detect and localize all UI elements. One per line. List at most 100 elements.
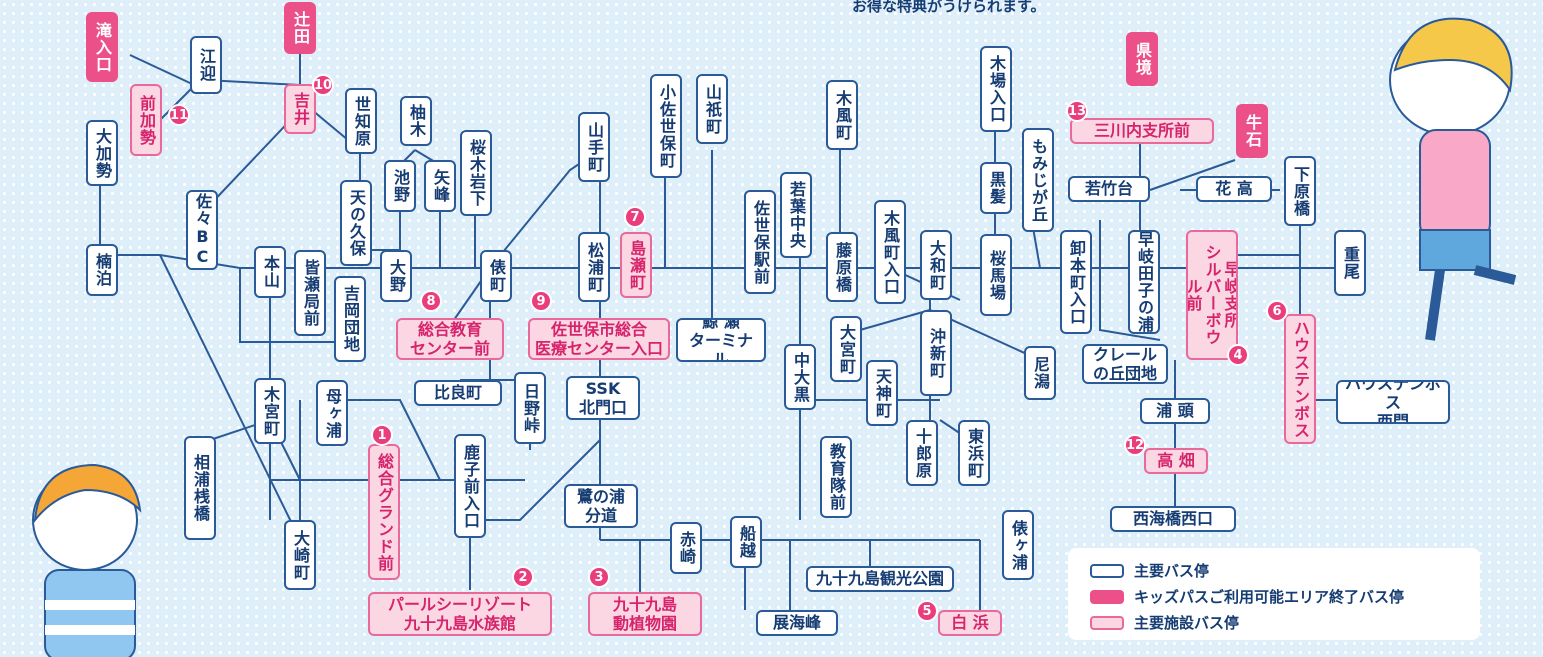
stop-ono[interactable]: 大野 [380, 250, 412, 302]
stop-tenjinmachi[interactable]: 天神町 [866, 360, 898, 426]
stop-ego[interactable]: 江迎 [190, 36, 222, 94]
stop-oroshimoto[interactable]: 卸本町入口 [1060, 230, 1092, 334]
stop-yoshioka[interactable]: 吉岡団地 [334, 276, 366, 362]
stop-sakurababa[interactable]: 桜馬場 [980, 234, 1012, 316]
marker-6: 6 [1266, 300, 1288, 322]
stop-shigeo[interactable]: 重尾 [1334, 230, 1366, 296]
marker-4: 4 [1227, 344, 1249, 366]
marker-2: 2 [512, 566, 534, 588]
legend-facility-swatch [1090, 615, 1124, 630]
stop-minase[interactable]: 皆瀬局前 [294, 250, 326, 336]
marker-10: 10 [312, 74, 334, 96]
stop-osakimachi[interactable]: 大崎町 [284, 520, 316, 590]
stop-kyoiku-center[interactable]: 総合教育 センター前 [396, 318, 504, 360]
marker-5: 5 [916, 600, 938, 622]
marker-9: 9 [530, 290, 552, 312]
stop-shimasemachi[interactable]: 島瀬町 [620, 232, 652, 298]
stop-sagi[interactable]: 鷺の浦 分道 [564, 484, 638, 528]
stop-htb-west[interactable]: ハウステンボス 西門 [1336, 380, 1450, 424]
stop-kurokami[interactable]: 黒髪 [980, 162, 1012, 214]
boy-illustration [32, 463, 142, 657]
stop-fujiwarabashi[interactable]: 藤原橋 [826, 232, 858, 302]
stop-amanokubo[interactable]: 天の久保 [340, 180, 372, 266]
marker-12: 12 [1124, 434, 1146, 456]
stop-yamine[interactable]: 矢峰 [424, 160, 456, 212]
stop-shirahama[interactable]: 白 浜 [938, 610, 1002, 636]
stop-ssk[interactable]: SSK 北門口 [566, 376, 640, 420]
stop-funakoshi[interactable]: 船越 [730, 516, 762, 568]
stop-okase[interactable]: 大加勢 [86, 120, 118, 186]
marker-11: 11 [168, 104, 190, 126]
stop-shimoharabashi[interactable]: 下原橋 [1284, 156, 1316, 226]
stop-honzan[interactable]: 本山 [254, 246, 286, 298]
stop-hiramachi[interactable]: 比良町 [414, 380, 502, 406]
stop-kibairiguchi[interactable]: 木場入口 [980, 46, 1012, 132]
stop-sogo-ground[interactable]: 総合グランド前 [368, 444, 400, 580]
stop-kusudomari[interactable]: 楠泊 [86, 244, 118, 296]
stop-ikeno[interactable]: 池野 [384, 160, 416, 212]
stop-kimiyamachi[interactable]: 木宮町 [254, 378, 286, 444]
girl-illustration [1389, 17, 1517, 341]
header-note: お得な特典がうけられます。 [852, 0, 1046, 15]
stop-akasaki[interactable]: 赤崎 [670, 522, 702, 574]
stop-kosasebo[interactable]: 小佐世保町 [650, 74, 682, 178]
stop-kujuku-park[interactable]: 九十九島観光公園 [806, 566, 954, 592]
stop-tenkai[interactable]: 展海峰 [756, 610, 838, 636]
legend-main-swatch [1090, 563, 1124, 578]
marker-8: 8 [420, 290, 442, 312]
stop-ushiishi[interactable]: 牛石 [1236, 104, 1268, 158]
stop-yamatemachi[interactable]: 山手町 [578, 112, 610, 182]
stop-kikazeiriguchi[interactable]: 木風町入口 [874, 200, 906, 304]
stop-wakatakedai[interactable]: 若竹台 [1068, 176, 1150, 202]
stop-maekase[interactable]: 前加勢 [130, 84, 162, 156]
stop-yoshii[interactable]: 吉井 [284, 84, 316, 134]
stop-yamatomachi[interactable]: 大和町 [920, 230, 952, 300]
stop-uragashira[interactable]: 浦 頭 [1140, 398, 1210, 424]
stop-sechibaru[interactable]: 世知原 [345, 88, 377, 154]
stop-clair[interactable]: クレール の丘団地 [1082, 344, 1168, 384]
stop-pearl-sea[interactable]: パールシーリゾート 九十九島水族館 [368, 592, 552, 636]
stop-yunoki[interactable]: 柚木 [400, 96, 432, 146]
stop-tawaramachi[interactable]: 俵町 [480, 250, 512, 302]
stop-tsujita[interactable]: 辻田 [284, 2, 316, 54]
stop-zoo[interactable]: 九十九島 動植物園 [588, 592, 702, 636]
stop-haiki-shisho[interactable]: 早岐支所 シルバーボウル前 [1186, 230, 1238, 360]
stop-kujira-terminal[interactable]: 鯨 瀬 ターミナル [676, 318, 766, 362]
stop-sakuragishita[interactable]: 桜木岩下 [460, 130, 492, 216]
stop-saikaibashi[interactable]: 西海橋西口 [1110, 506, 1236, 532]
stop-omiyamachi[interactable]: 大宮町 [830, 316, 862, 382]
legend-facility-label: 主要施設バス停 [1134, 614, 1240, 632]
stop-hanataka[interactable]: 花 高 [1196, 176, 1272, 202]
stop-sasebo-st[interactable]: 佐世保駅前 [744, 190, 776, 294]
legend-main: 主要バス停 [1090, 560, 1209, 581]
stop-nakaoguro[interactable]: 中大黒 [784, 344, 816, 410]
marker-13: 13 [1066, 100, 1088, 122]
marker-7: 7 [624, 206, 646, 228]
stop-ken-sakai[interactable]: 県境 [1126, 32, 1158, 86]
stop-mikawachi[interactable]: 三川内支所前 [1070, 118, 1214, 144]
stop-matsuuramachi[interactable]: 松浦町 [578, 232, 610, 302]
stop-takahata[interactable]: 高 畑 [1144, 448, 1208, 474]
stop-amagata[interactable]: 尼潟 [1024, 346, 1056, 400]
stop-kyoikutai[interactable]: 教育隊前 [820, 436, 852, 518]
stop-kashimae[interactable]: 鹿子前入口 [454, 434, 486, 538]
stop-iryo-center[interactable]: 佐世保市総合 医療センター入口 [528, 318, 670, 360]
stop-momiji[interactable]: もみじが丘 [1022, 128, 1054, 232]
stop-higashihama[interactable]: 東浜町 [958, 420, 990, 486]
marker-1: 1 [371, 424, 393, 446]
stop-huis-ten-bosch[interactable]: ハウステンボス [1284, 314, 1316, 444]
legend-kids-end-label: キッズパスご利用可能エリア終了バス停 [1134, 588, 1405, 606]
stop-sasa-bc[interactable]: 佐々BC [186, 190, 218, 270]
stop-okishinmachi[interactable]: 沖新町 [920, 310, 952, 396]
stop-hahagaura[interactable]: 母ヶ浦 [316, 380, 348, 446]
stop-haikitago[interactable]: 早岐田子の浦 [1128, 230, 1160, 334]
stop-hinotoge[interactable]: 日野峠 [514, 372, 546, 444]
stop-wakaba[interactable]: 若葉中央 [780, 172, 812, 258]
stop-yamagimachi[interactable]: 山祇町 [696, 74, 728, 144]
stop-takiriguchi[interactable]: 滝入口 [86, 12, 118, 82]
stop-tawaragaura[interactable]: 俵ヶ浦 [1002, 510, 1034, 580]
stop-kikazemachi[interactable]: 木風町 [826, 80, 858, 150]
stop-aikura[interactable]: 相浦桟橋 [184, 436, 216, 540]
stop-jurobaru[interactable]: 十郎原 [906, 420, 938, 486]
legend-facility: 主要施設バス停 [1090, 612, 1239, 633]
